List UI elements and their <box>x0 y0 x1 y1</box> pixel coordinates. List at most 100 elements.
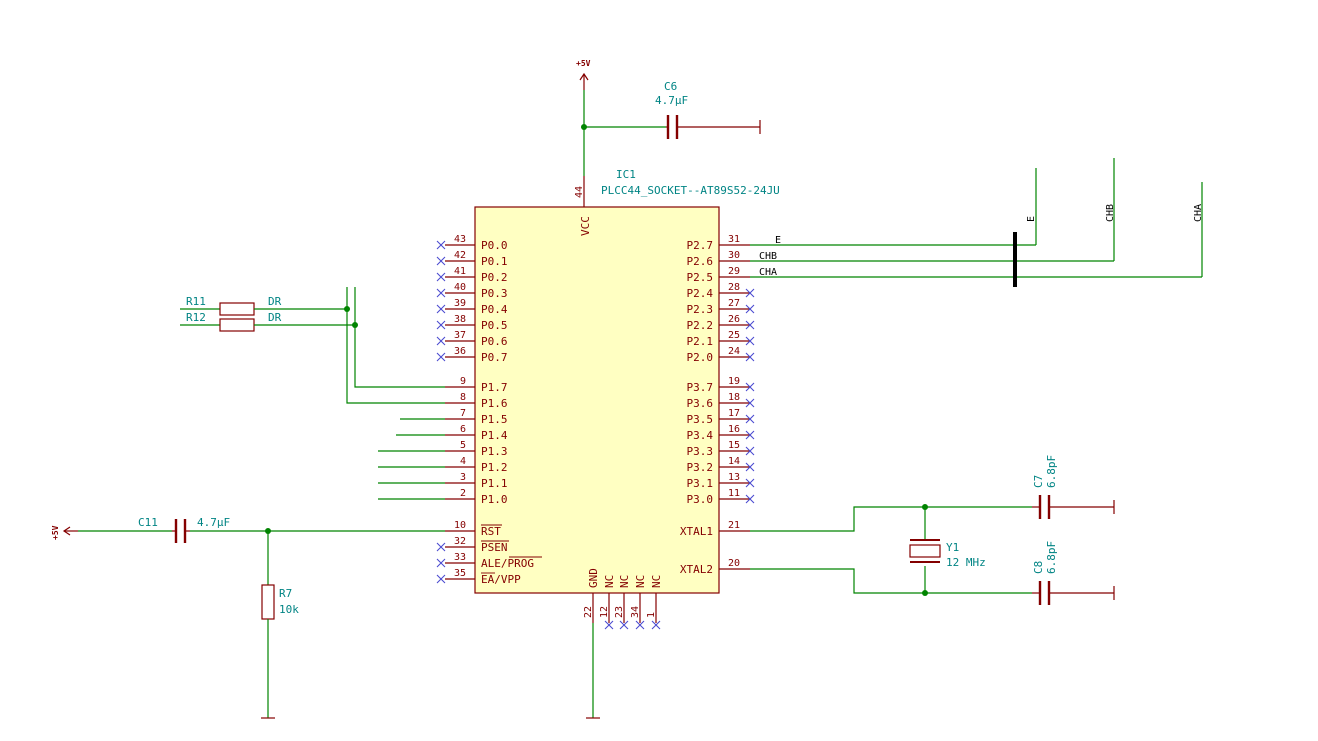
ic-pin-27-no-connect <box>745 304 755 314</box>
ic-pin-32-label: PSEN <box>481 541 508 554</box>
ic-pin-43-no-connect <box>436 240 446 250</box>
capacitor-c8[interactable] <box>1032 581 1115 605</box>
c11-reference: C11 <box>138 516 158 529</box>
r11-reference: R11 <box>186 295 206 308</box>
ic-pin-1-label: NC <box>650 575 663 588</box>
ic-pin-8-label: P1.6 <box>481 397 508 410</box>
ic-pin-1-number: 1 <box>646 612 657 618</box>
ic-pin-41-no-connect <box>436 272 446 282</box>
net-label-cha: CHA <box>759 267 777 278</box>
ic-pin-3-number: 3 <box>460 472 466 483</box>
ic-pin-7-number: 7 <box>460 408 466 419</box>
ic-pin-3-label: P1.1 <box>481 477 508 490</box>
ic-pin-35-no-connect <box>436 574 446 584</box>
r7-value: 10k <box>279 603 299 616</box>
ic-pin-12-label: NC <box>603 575 616 588</box>
ic-pin-31-label: P2.7 <box>687 239 714 252</box>
ic-pin-9-label: P1.7 <box>481 381 508 394</box>
r12-value: DR <box>268 311 282 324</box>
power-5v-top-label: +5V <box>576 59 591 68</box>
ic-value: PLCC44_SOCKET--AT89S52-24JU <box>601 184 780 197</box>
r7-reference: R7 <box>279 587 292 600</box>
ic-pin-24-number: 24 <box>728 346 740 357</box>
r11-value: DR <box>268 295 282 308</box>
y1-reference: Y1 <box>946 541 959 554</box>
ic-pin-41-label: P0.2 <box>481 271 508 284</box>
resistor-r11[interactable] <box>219 302 255 316</box>
ic-pin-6-number: 6 <box>460 424 466 435</box>
ic-pin-17-number: 17 <box>728 408 740 419</box>
ic-pin-6-label: P1.4 <box>481 429 508 442</box>
ic-pin-4-label: P1.2 <box>481 461 508 474</box>
ic-pin-27-label: P2.3 <box>687 303 714 316</box>
ic-pin-37-number: 37 <box>454 330 466 341</box>
ic-pin-22-number: 22 <box>583 606 594 618</box>
ic-pin-15-number: 15 <box>728 440 740 451</box>
crystal-y1[interactable] <box>909 539 941 563</box>
power-5v-top: +5V <box>576 59 591 90</box>
resistor-r7[interactable] <box>261 584 275 620</box>
ic-pin-40-number: 40 <box>454 282 466 293</box>
resistor-r12[interactable] <box>219 318 255 332</box>
ic-pin-34-no-connect <box>635 620 645 630</box>
junction-vcc-c6 <box>581 124 587 130</box>
ic-pin-7-label: P1.5 <box>481 413 508 426</box>
ic-pin-36-number: 36 <box>454 346 466 357</box>
ic-pin-38-label: P0.5 <box>481 319 508 332</box>
ic-pin-19-label: P3.7 <box>687 381 714 394</box>
c6-value: 4.7µF <box>655 94 688 107</box>
ic-pin-15-label: P3.3 <box>687 445 714 458</box>
ic-pin-18-label: P3.6 <box>687 397 714 410</box>
c8-reference: C8 <box>1032 561 1045 574</box>
ic-pin-15-no-connect <box>745 446 755 456</box>
ic-pin-21-number: 21 <box>728 520 740 531</box>
ic-pin-10-label: RST <box>481 525 501 538</box>
ic-pin-39-label: P0.4 <box>481 303 508 316</box>
ic-pin-25-label: P2.1 <box>687 335 714 348</box>
net-label-e: E <box>775 235 781 246</box>
ic-pin-44-number: 44 <box>574 186 585 198</box>
ic-pin-40-label: P0.3 <box>481 287 508 300</box>
ic-pin-28-label: P2.4 <box>687 287 714 300</box>
ic-pin-36-label: P0.7 <box>481 351 508 364</box>
ic-pin-32-no-connect <box>436 542 446 552</box>
ic-pin-5-label: P1.3 <box>481 445 508 458</box>
capacitor-c11[interactable] <box>172 519 190 543</box>
ic-pin-30-label: P2.6 <box>687 255 714 268</box>
ic-pin-33-number: 33 <box>454 552 466 563</box>
junction-r11 <box>344 306 350 312</box>
wire-xtal2 <box>750 568 1032 594</box>
ic-pin-13-label: P3.1 <box>687 477 714 490</box>
capacitor-c7[interactable] <box>1032 495 1115 519</box>
ic-pin-37-label: P0.6 <box>481 335 508 348</box>
ic-pin-12-no-connect <box>604 620 614 630</box>
ic-reference: IC1 <box>616 168 636 181</box>
r12-reference: R12 <box>186 311 206 324</box>
ic-pin-13-no-connect <box>745 478 755 488</box>
ic-body[interactable] <box>474 206 720 594</box>
ic-pin-24-no-connect <box>745 352 755 362</box>
ic-pin-29-label: P2.5 <box>687 271 714 284</box>
ic-pin-26-label: P2.2 <box>687 319 714 332</box>
junction-xtal1 <box>922 504 928 510</box>
capacitor-c6[interactable] <box>666 115 761 139</box>
ic-pin-17-no-connect <box>745 414 755 424</box>
ic-pin-42-number: 42 <box>454 250 466 261</box>
ic-pin-23-number: 23 <box>614 606 625 618</box>
ic-pin-42-label: P0.1 <box>481 255 508 268</box>
ic-pin-28-number: 28 <box>728 282 740 293</box>
ic-pin-vcc-label: VCC <box>579 216 592 236</box>
wire-p16 <box>346 287 445 404</box>
ic-pin-14-number: 14 <box>728 456 740 467</box>
ic-pin-35-number: 35 <box>454 568 466 579</box>
ic-pin-17-label: P3.5 <box>687 413 714 426</box>
ic-pin-18-number: 18 <box>728 392 740 403</box>
ic-pin-19-number: 19 <box>728 376 740 387</box>
ic-pin-37-no-connect <box>436 336 446 346</box>
ic-pin-25-no-connect <box>745 336 755 346</box>
ic-pin-14-label: P3.2 <box>687 461 714 474</box>
ic-pin-24-label: P2.0 <box>687 351 714 364</box>
ic-pin-29-number: 29 <box>728 266 740 277</box>
